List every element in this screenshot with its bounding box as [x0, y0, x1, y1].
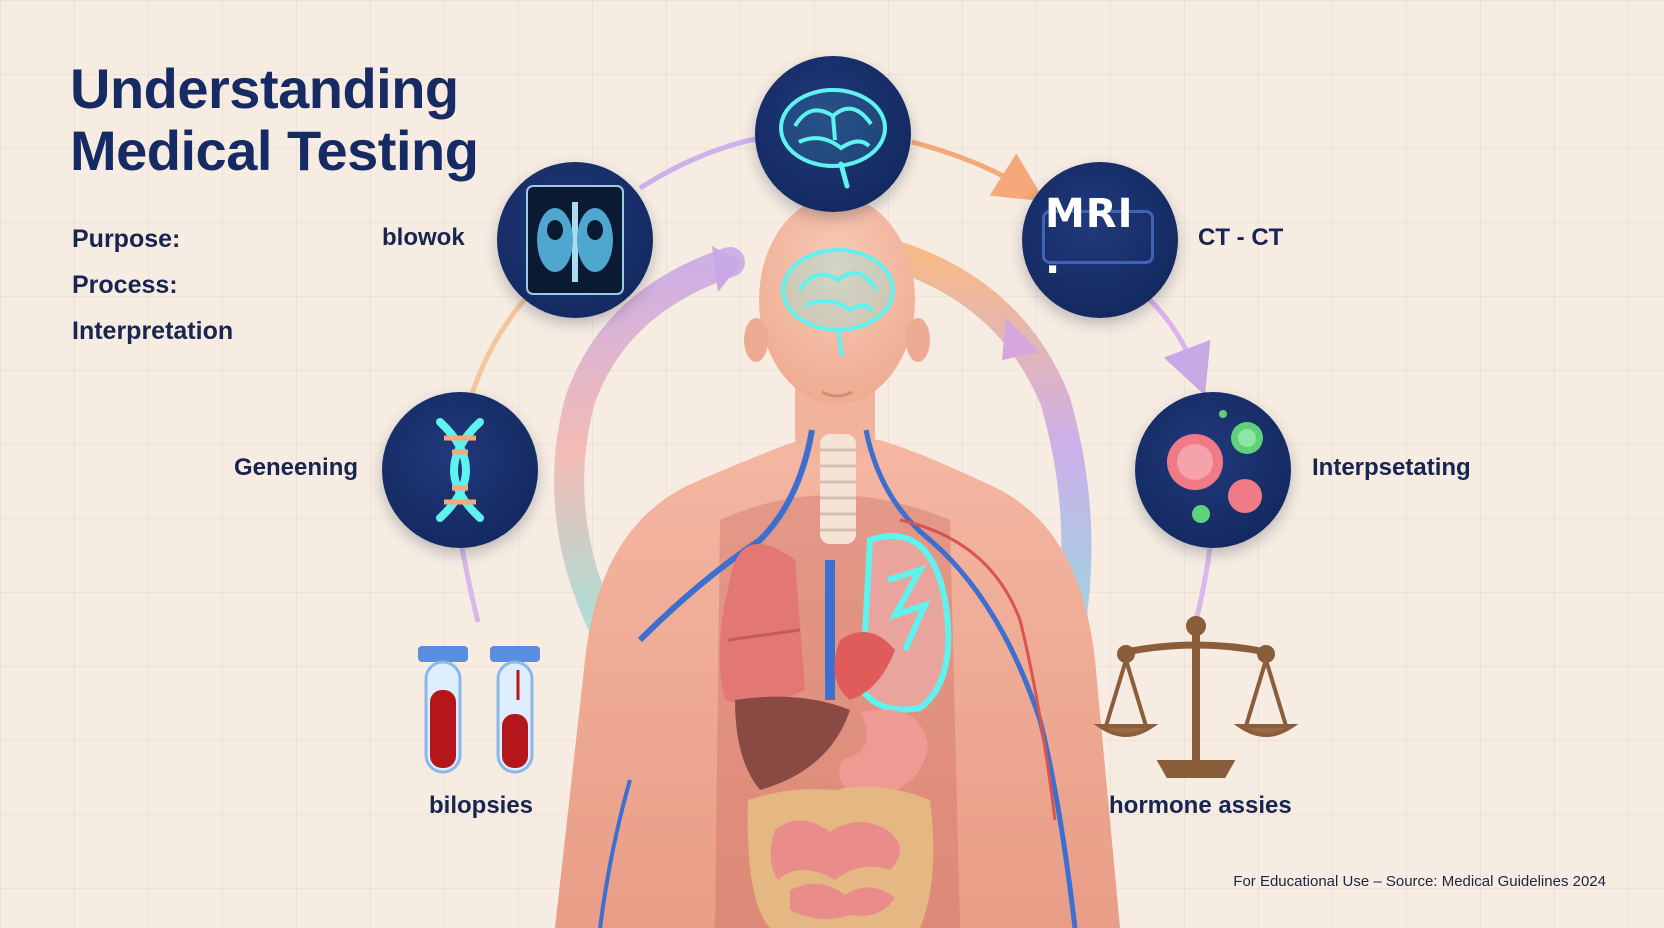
dna-icon [436, 418, 484, 522]
side-item-interpretation: Interpretation [72, 317, 234, 345]
blood-vessels [598, 429, 1078, 928]
balance-scale-icon [1093, 616, 1299, 778]
footer-source: For Educational Use – Source: Medical Gu… [1233, 873, 1606, 890]
intestines [747, 786, 934, 928]
liver [735, 696, 850, 790]
connector-arc [911, 139, 1046, 202]
connector-arc [469, 296, 528, 395]
label-biopsies: bilopsies [429, 792, 534, 819]
stomach [839, 709, 928, 798]
label-interpreting: Interpsetating [1312, 454, 1471, 481]
cycle-arrow-left [554, 247, 745, 655]
brain-node [755, 56, 911, 212]
cells-icon [1167, 410, 1263, 523]
side-item-process: Process: [72, 271, 178, 299]
label-genetic: Geneening [234, 454, 359, 481]
cells-node [1135, 392, 1291, 548]
mri-node: MRI . [1022, 162, 1178, 318]
xray-node [497, 162, 653, 318]
cycle-arrowhead-left [712, 246, 742, 292]
heart [834, 632, 895, 700]
side-item-purpose: Purpose: [72, 225, 181, 253]
cycle-arrow-right [875, 239, 1092, 655]
xray-icon [526, 185, 624, 295]
label-hormone-assays: hormone assies [1109, 792, 1292, 819]
head-brain-glow [781, 248, 895, 357]
connector-arc [638, 135, 761, 191]
brain-icon [779, 88, 887, 189]
label-ct: CT - CT [1198, 224, 1284, 251]
title-line-1: Understanding [70, 57, 459, 120]
mri-icon: MRI . [1042, 191, 1154, 283]
page-title: Understanding Medical Testing [70, 57, 479, 182]
left-lung [719, 544, 805, 704]
connector-arc [1193, 547, 1213, 621]
test-tube-icon [418, 646, 540, 774]
trachea [820, 434, 856, 544]
side-list: Purpose: Process: Interpretation [72, 216, 233, 354]
cycle-arrowhead-right [1002, 318, 1040, 360]
connector-arc [459, 547, 481, 623]
dna-node [382, 392, 538, 548]
connector-arc [1148, 298, 1211, 396]
label-xray: blowok [382, 224, 465, 251]
title-line-2: Medical Testing [70, 119, 479, 182]
